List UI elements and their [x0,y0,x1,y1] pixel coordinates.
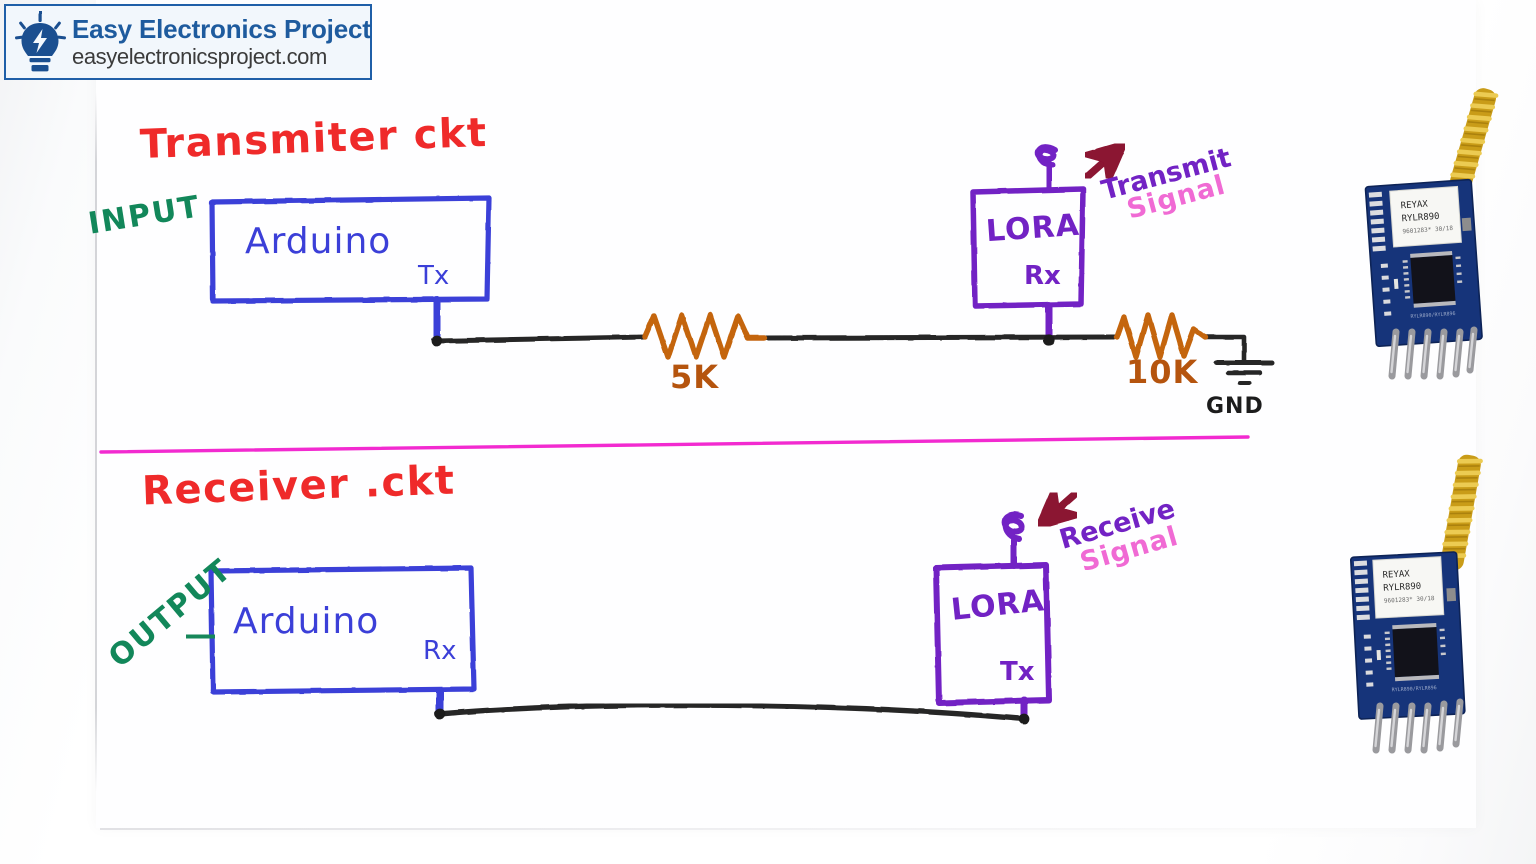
paper-edge-left [95,92,97,792]
svg-text:RYLR890/RYLR896: RYLR890/RYLR896 [1392,685,1437,693]
svg-text:REYAX: REYAX [1382,569,1410,580]
svg-text:RYLR890/RYLR896: RYLR890/RYLR896 [1410,311,1455,320]
lightbulb-with-bolt-icon [12,11,68,73]
logo-title: Easy Electronics Project [72,14,371,44]
svg-text:REYAX: REYAX [1400,199,1428,211]
paper-edge-bottom [100,828,1350,830]
svg-text:9601283* 30/18: 9601283* 30/18 [1384,595,1435,605]
lora-module-photo-bottom: REYAX RYLR890 9601283* 30/18 [1338,448,1528,763]
svg-text:RYLR890: RYLR890 [1383,582,1421,594]
site-logo: Easy Electronics Project easyelectronics… [4,4,372,80]
logo-url: easyelectronicsproject.com [72,44,327,69]
svg-text:RYLR890: RYLR890 [1401,212,1440,225]
lora-module-photo-top: REYAX RYLR890 9601283* 30/18 [1360,80,1536,385]
svg-text:9601283* 30/18: 9601283* 30/18 [1402,225,1453,236]
